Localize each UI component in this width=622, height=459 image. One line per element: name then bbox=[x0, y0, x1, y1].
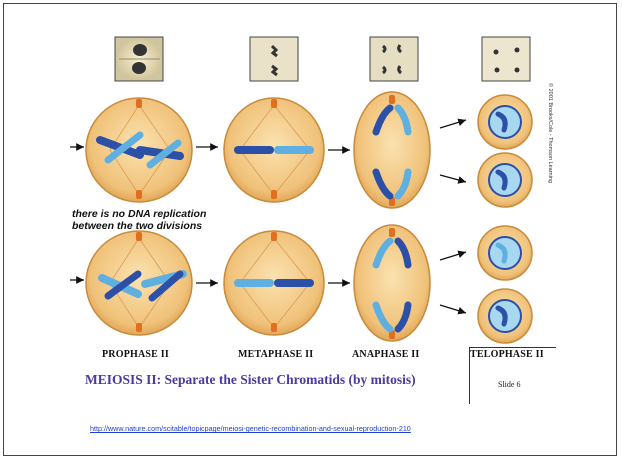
micrograph-anaphase bbox=[370, 37, 418, 81]
telophase-cells-top bbox=[478, 95, 532, 207]
label-metaphase-ii: METAPHASE II bbox=[238, 349, 313, 360]
credit-text: © 2001 Brooks/Cole - Thomson Learning bbox=[547, 83, 553, 223]
micrograph-telophase bbox=[482, 37, 530, 81]
copyright-credit: © 2001 Brooks/Cole - Thomson Learning bbox=[538, 88, 548, 228]
dna-replication-note: there is no DNA replication between the … bbox=[72, 208, 206, 232]
label-anaphase-ii: ANAPHASE II bbox=[352, 349, 420, 360]
diagram-caption: MEIOSIS II: Separate the Sister Chromati… bbox=[85, 372, 416, 388]
micrograph-prophase bbox=[115, 37, 163, 81]
prophase-cell-top bbox=[86, 98, 192, 202]
micrograph-metaphase bbox=[250, 37, 298, 81]
prophase-cell-bottom bbox=[86, 231, 192, 335]
note-line-2: between the two divisions bbox=[72, 220, 206, 232]
anaphase-cell-bottom bbox=[354, 225, 430, 341]
label-prophase-ii: PROPHASE II bbox=[102, 349, 169, 360]
anaphase-cell-top bbox=[354, 92, 430, 208]
slide-number-box: Slide 6 bbox=[469, 347, 556, 404]
source-link[interactable]: http://www.nature.com/scitable/topicpage… bbox=[90, 424, 411, 433]
telophase-cells-bottom bbox=[478, 226, 532, 343]
metaphase-cell-bottom bbox=[224, 231, 324, 335]
metaphase-cell-top bbox=[224, 98, 324, 202]
note-line-1: there is no DNA replication bbox=[72, 208, 206, 220]
slide-number: Slide 6 bbox=[498, 380, 520, 389]
